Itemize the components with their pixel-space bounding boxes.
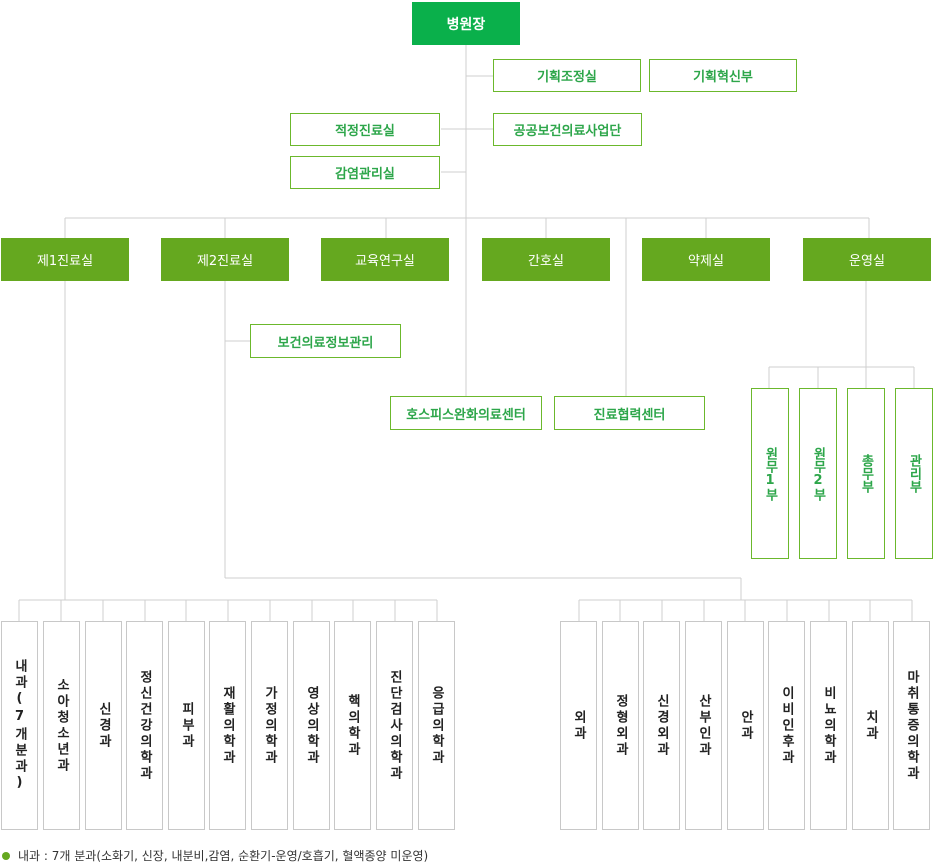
division-education[interactable]: 교육연구실 [321,238,449,281]
dept-ophthalmology[interactable]: 안과 [727,621,764,830]
infection-control-box[interactable]: 감염관리실 [290,156,440,189]
dept-label: 영상의학과 [304,685,319,766]
dept-pediatrics[interactable]: 소아청소년과 [43,621,80,830]
dept-urology[interactable]: 비뇨의학과 [810,621,847,830]
dept-label: 신경외과 [654,693,669,758]
hospice-center-box[interactable]: 호스피스완화의료센터 [390,396,542,430]
dept-nuclear-medicine[interactable]: 핵의학과 [334,621,371,830]
director-box[interactable]: 병원장 [412,2,520,45]
dept-radiology[interactable]: 영상의학과 [293,621,330,830]
dept-laboratory-medicine[interactable]: 진단검사의학과 [376,621,413,830]
cooperation-center-box[interactable]: 진료협력센터 [554,396,705,430]
dept-emergency-medicine[interactable]: 응급의학과 [418,621,455,830]
dept-rehabilitation[interactable]: 재활의학과 [209,621,246,830]
dept-label: 진단검사의학과 [387,669,402,782]
dept-anesthesiology[interactable]: 마취통증의학과 [893,621,930,830]
dept-neurosurgery[interactable]: 신경외과 [643,621,680,830]
dept-orthopedics[interactable]: 정형외과 [602,621,639,830]
info-management-box[interactable]: 보건의료정보관리 [250,324,401,358]
dept-label: 치과 [863,709,878,742]
division-clinic-1[interactable]: 제1진료실 [1,238,129,281]
dept-dermatology[interactable]: 피부과 [168,621,205,830]
dept-ent[interactable]: 이비인후과 [768,621,805,830]
dept-label: 정형외과 [613,693,628,758]
planning-coordination-box[interactable]: 기획조정실 [493,59,641,92]
dept-label: 소아청소년과 [54,677,69,774]
dept-label: 마취통증의학과 [904,669,919,782]
dept-internal-medicine[interactable]: 내과(7개분과) [1,621,38,830]
dept-surgery[interactable]: 외과 [560,621,597,830]
dept-label: 안과 [738,709,753,742]
ops-sub-admin2[interactable]: 원무2부 [799,388,837,559]
bullet-icon [2,851,10,860]
division-pharmacy[interactable]: 약제실 [642,238,770,281]
dept-label: 재활의학과 [220,685,235,766]
dept-label: 이비인후과 [779,685,794,766]
dept-label: 핵의학과 [345,693,360,758]
proper-care-box[interactable]: 적정진료실 [290,113,440,146]
dept-dentistry[interactable]: 치과 [852,621,889,830]
dept-psychiatry[interactable]: 정신건강의학과 [126,621,163,830]
dept-label: 응급의학과 [429,685,444,766]
division-clinic-2[interactable]: 제2진료실 [161,238,289,281]
division-nursing[interactable]: 간호실 [482,238,610,281]
ops-sub-admin1[interactable]: 원무1부 [751,388,789,559]
ops-sub-general[interactable]: 총무부 [847,388,885,559]
planning-innovation-box[interactable]: 기획혁신부 [649,59,797,92]
public-health-box[interactable]: 공공보건의료사업단 [493,113,642,146]
ops-sub-facility[interactable]: 관리부 [895,388,933,559]
dept-label: 신경과 [96,701,111,750]
division-operations[interactable]: 운영실 [803,238,931,281]
dept-label: 가정의학과 [262,685,277,766]
dept-label: 피부과 [179,701,194,750]
dept-label: 외과 [571,709,586,742]
dept-label: 산부인과 [696,693,711,758]
dept-obgyn[interactable]: 산부인과 [685,621,722,830]
footnote-text: 내과 : 7개 분과(소화기, 신장, 내분비,감염, 순환기-운영/호흡기, … [18,849,429,863]
dept-family-medicine[interactable]: 가정의학과 [251,621,288,830]
footnote: 내과 : 7개 분과(소화기, 신장, 내분비,감염, 순환기-운영/호흡기, … [2,847,428,864]
dept-label: 내과(7개분과) [12,658,27,793]
dept-label: 정신건강의학과 [137,669,152,782]
dept-neurology[interactable]: 신경과 [85,621,122,830]
dept-label: 비뇨의학과 [821,685,836,766]
